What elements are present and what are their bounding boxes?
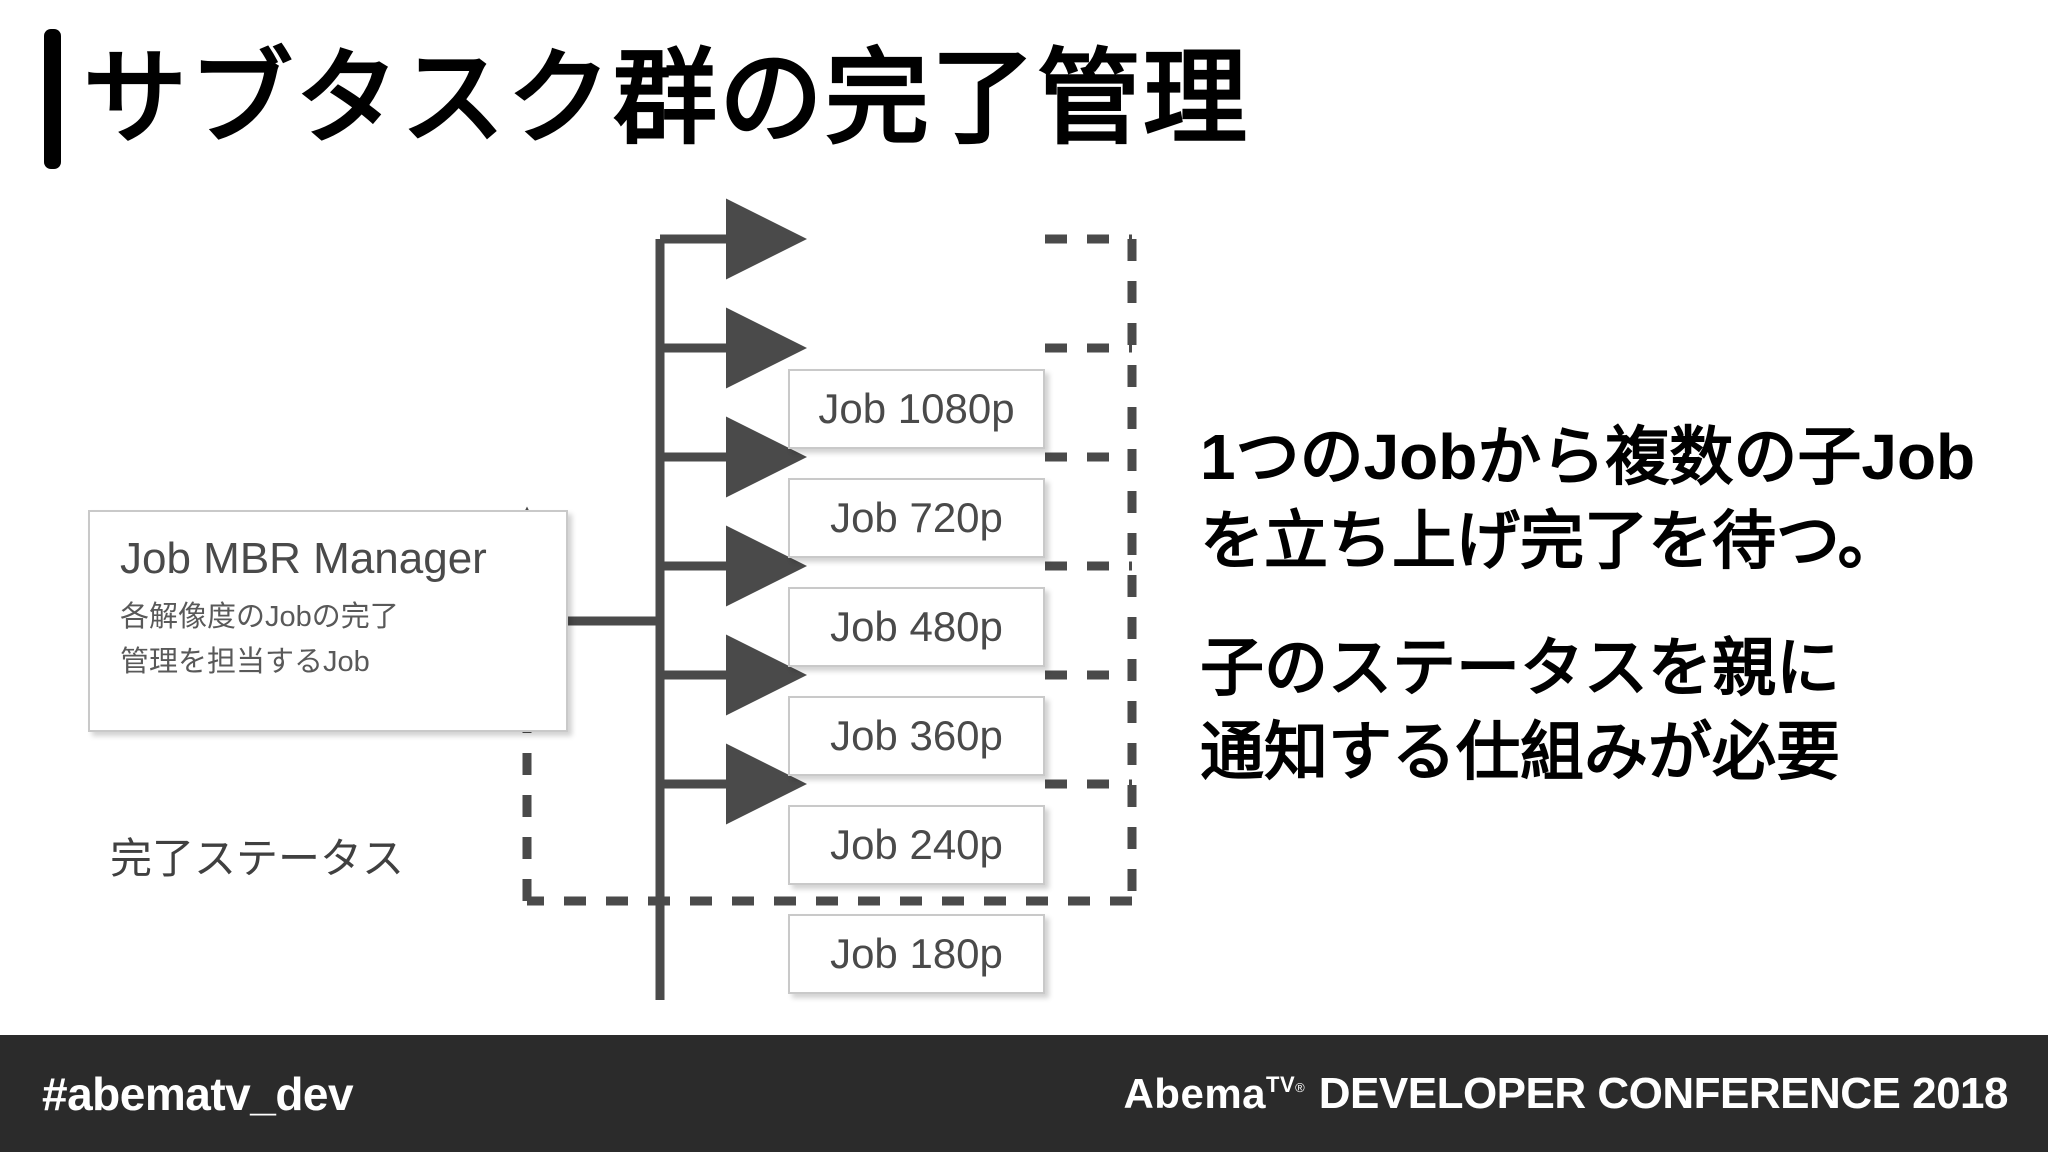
node-job-360p[interactable]: Job 360p (788, 696, 1045, 776)
brand-superscript: TV (1266, 1071, 1296, 1097)
node-label: Job 240p (830, 821, 1003, 868)
node-description: 各解像度のJobの完了 管理を担当するJob (120, 595, 540, 685)
commentary-line: を立ち上げ完了を待つ。 (1200, 505, 1902, 578)
node-description-line: 各解像度のJobの完了 (120, 600, 399, 633)
status-return-label: 完了ステータス (110, 835, 405, 882)
status-return-edges (493, 234, 1137, 906)
page-title: サブタスク群の完了管理 (83, 41, 1250, 157)
node-label: Job 1080p (818, 385, 1015, 432)
title-accent-bar (44, 29, 61, 169)
node-label: Job 720p (830, 494, 1003, 541)
node-job-180p[interactable]: Job 180p (788, 914, 1045, 994)
node-label: Job 180p (830, 930, 1003, 977)
brand-name: Abema (1123, 1069, 1267, 1117)
commentary-block: 子のステータスを親に 通知する仕組みが必要 (1200, 626, 2040, 795)
fanout-arrows (660, 198, 807, 825)
architecture-diagram: Job MBR Manager 各解像度のJobの完了 管理を担当するJob J… (0, 170, 1200, 1000)
node-title: Job MBR Manager (120, 534, 487, 583)
slide-footer: #abematv_dev Abema TV ® DEVELOPER CONFER… (0, 1035, 2048, 1152)
fanout-edges (568, 239, 665, 1000)
commentary-panel: 1つのJobから複数の子Job を立ち上げ完了を待つ。 子のステータスを親に 通… (1200, 415, 2040, 795)
node-job-mbr-manager[interactable]: Job MBR Manager 各解像度のJobの完了 管理を担当するJob (88, 510, 568, 732)
node-label: Job 480p (830, 603, 1003, 650)
node-job-240p[interactable]: Job 240p (788, 805, 1045, 885)
node-job-720p[interactable]: Job 720p (788, 478, 1045, 558)
commentary-line: 1つのJobから複数の子Job (1200, 421, 1976, 493)
node-label: Job 360p (830, 712, 1003, 759)
conference-title: DEVELOPER CONFERENCE 2018 (1318, 1068, 2009, 1118)
node-job-480p[interactable]: Job 480p (788, 587, 1045, 667)
commentary-line: 通知する仕組みが必要 (1200, 716, 1840, 789)
node-job-1080p[interactable]: Job 1080p (788, 369, 1045, 449)
commentary-block: 1つのJobから複数の子Job を立ち上げ完了を待つ。 (1200, 415, 2040, 584)
footer-brand-logo: Abema TV ® DEVELOPER CONFERENCE 2018 (1123, 1069, 2008, 1119)
diagram-connectors (493, 198, 1137, 1000)
page-title-row: サブタスク群の完了管理 (44, 24, 1249, 174)
registered-mark-icon: ® (1295, 1079, 1305, 1095)
node-description-line: 管理を担当するJob (120, 645, 370, 678)
commentary-line: 子のステータスを親に (1200, 631, 1840, 704)
footer-hashtag: #abematv_dev (42, 1067, 354, 1120)
